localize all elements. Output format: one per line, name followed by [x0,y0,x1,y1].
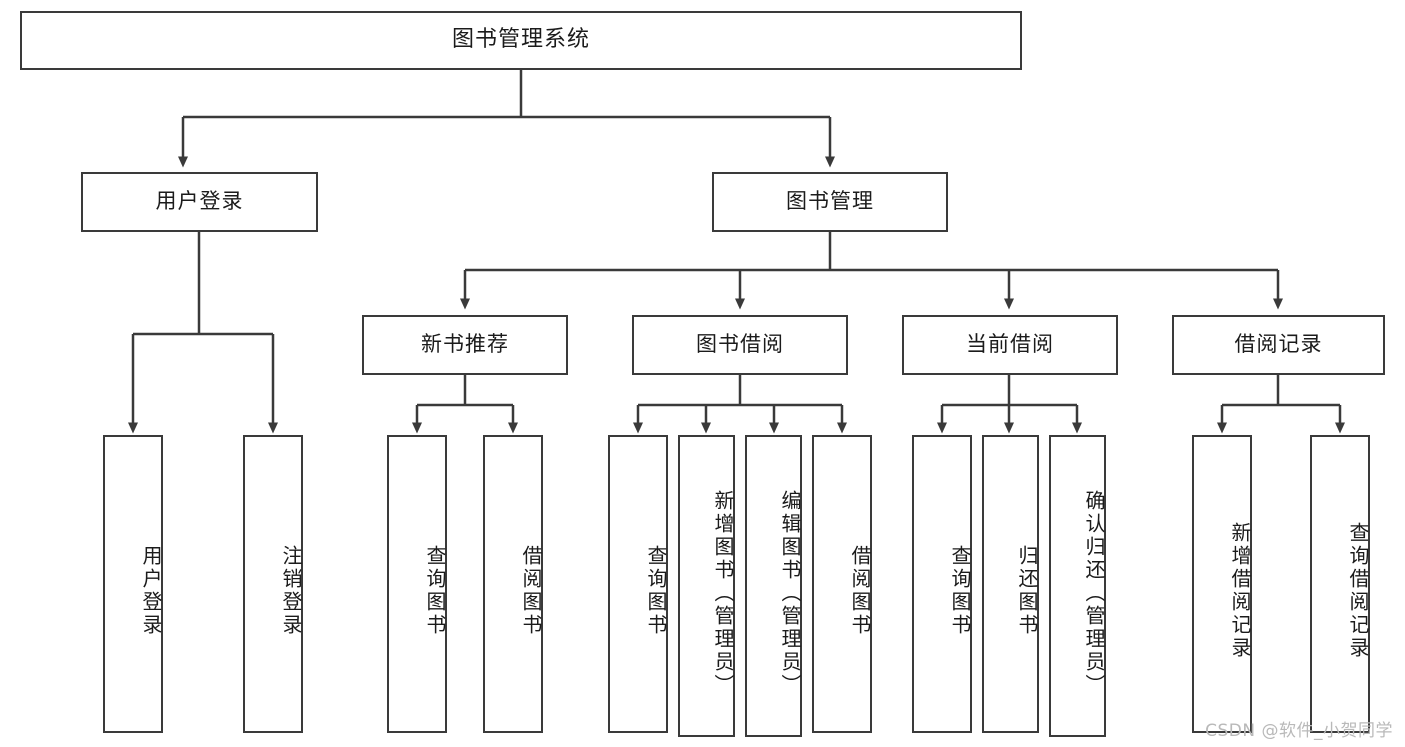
node-current-borrow[interactable]: 当前借阅 [902,315,1118,375]
node-label: 查询图书 [644,545,668,637]
leaf-query-borrow-record[interactable]: 查询借阅记录 [1310,435,1370,733]
leaf-borrow-book-recommend[interactable]: 借阅图书 [483,435,543,733]
node-new-book-recommend[interactable]: 新书推荐 [362,315,568,375]
leaf-confirm-return-admin[interactable]: 确认归还（管理员） [1049,435,1106,737]
node-label: 用户登录 [139,545,163,637]
node-label: 归还图书 [1015,545,1039,637]
leaf-query-book-recommend[interactable]: 查询图书 [387,435,447,733]
node-borrow-record[interactable]: 借阅记录 [1172,315,1385,375]
node-root-book-management-system[interactable]: 图书管理系统 [20,11,1022,70]
node-label: 新书推荐 [421,332,509,357]
node-book-management[interactable]: 图书管理 [712,172,948,232]
node-user-login[interactable]: 用户登录 [81,172,318,232]
node-label: 查询借阅记录 [1346,522,1370,660]
node-label: 借阅记录 [1234,332,1323,357]
node-label: 注销登录 [279,545,303,637]
leaf-user-logout[interactable]: 注销登录 [243,435,303,733]
node-label: 查询图书 [423,545,447,637]
node-label: 确认归还（管理员） [1082,489,1106,697]
leaf-add-book-admin[interactable]: 新增图书（管理员） [678,435,735,737]
node-label: 图书管理系统 [451,27,590,53]
node-label: 借阅图书 [848,545,872,637]
node-label: 编辑图书（管理员） [778,489,802,697]
leaf-user-login[interactable]: 用户登录 [103,435,163,733]
leaf-add-borrow-record[interactable]: 新增借阅记录 [1192,435,1252,733]
node-label: 当前借阅 [966,332,1054,357]
leaf-query-book-borrow[interactable]: 查询图书 [608,435,668,733]
leaf-return-book[interactable]: 归还图书 [982,435,1039,733]
node-label: 图书管理 [786,189,874,214]
node-label: 用户登录 [155,189,244,214]
leaf-edit-book-admin[interactable]: 编辑图书（管理员） [745,435,802,737]
node-book-borrow[interactable]: 图书借阅 [632,315,848,375]
node-label: 借阅图书 [519,545,543,637]
leaf-query-book-current[interactable]: 查询图书 [912,435,972,733]
node-label: 图书借阅 [696,332,784,357]
node-label: 新增借阅记录 [1228,522,1252,660]
watermark-text: CSDN @软件_小贺同学 [1205,721,1393,741]
node-label: 新增图书（管理员） [711,489,735,697]
leaf-borrow-book-borrow[interactable]: 借阅图书 [812,435,872,733]
node-label: 查询图书 [948,545,972,637]
